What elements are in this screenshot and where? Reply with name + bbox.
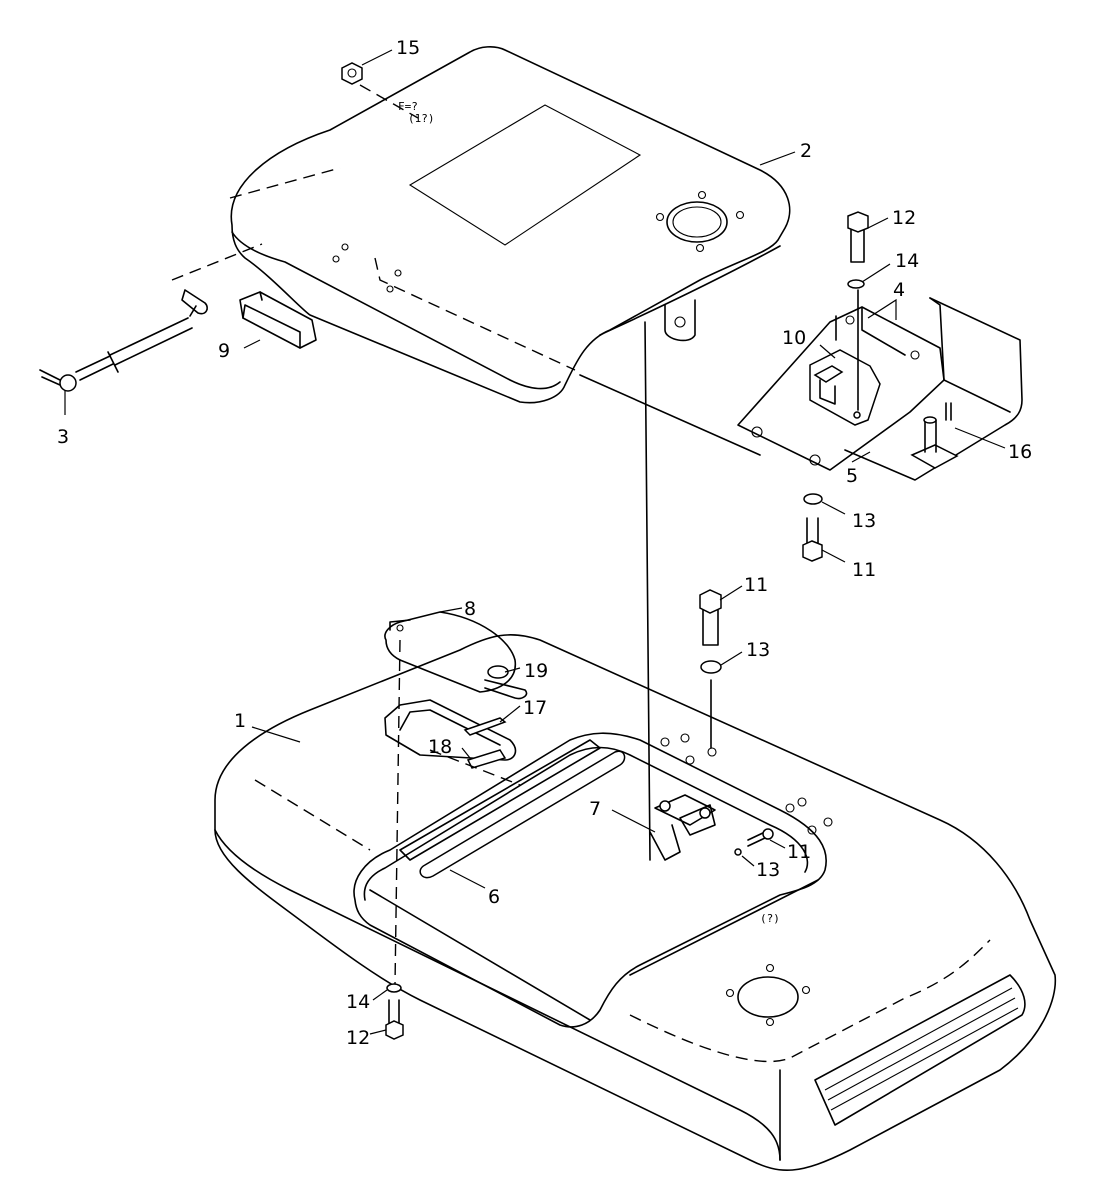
callout-9: 9 xyxy=(218,340,230,362)
callout-12-lower: 12 xyxy=(346,1027,370,1049)
callout-10: 10 xyxy=(782,327,806,349)
callout-18: 18 xyxy=(428,736,452,758)
callout-11-mid: 11 xyxy=(744,574,768,596)
callout-labels: 15 2 12 14 4 10 9 3 16 5 13 11 11 13 8 1… xyxy=(57,37,1032,1049)
callout-13-low: 13 xyxy=(756,859,780,881)
svg-text:F=?: F=? xyxy=(398,100,418,113)
callout-15: 15 xyxy=(396,37,420,59)
callout-19: 19 xyxy=(524,660,548,682)
callout-8: 8 xyxy=(464,598,476,620)
upper-cover-part: F=? (1?) xyxy=(171,46,791,456)
callout-14-upper: 14 xyxy=(895,250,919,272)
callout-4: 4 xyxy=(893,279,905,301)
washer-14-lower-part xyxy=(386,983,402,993)
inspection-cover-part xyxy=(384,611,528,700)
callout-5: 5 xyxy=(846,465,858,487)
nut-15-part xyxy=(341,62,363,85)
washer-13-upper-part xyxy=(803,493,823,505)
callout-16: 16 xyxy=(1008,441,1032,463)
callout-11-low: 11 xyxy=(787,841,811,863)
callout-17: 17 xyxy=(523,697,547,719)
vent-grille xyxy=(408,104,642,246)
handle-part xyxy=(239,291,317,349)
bolt-11-upper-part xyxy=(802,517,823,562)
lower-cover-part: (?) xyxy=(214,634,1057,1172)
washer-13-low-part xyxy=(734,848,742,856)
bolt-12-upper-part xyxy=(847,211,869,263)
callout-3: 3 xyxy=(57,426,69,448)
callout-7: 7 xyxy=(589,798,601,820)
svg-text:(?): (?) xyxy=(760,912,780,925)
callout-2: 2 xyxy=(800,140,812,162)
opening-frame-part xyxy=(384,699,517,769)
bolt-11-mid-part xyxy=(699,589,722,646)
callout-13-upper: 13 xyxy=(852,510,876,532)
gas-strut-part xyxy=(39,289,208,392)
callout-6: 6 xyxy=(488,886,500,908)
leader-lines xyxy=(64,49,1006,1035)
washer-13-mid-part xyxy=(700,660,722,674)
svg-text:(1?): (1?) xyxy=(408,112,435,125)
callout-14-lower: 14 xyxy=(346,991,370,1013)
callout-11-upper: 11 xyxy=(852,559,876,581)
bolt-11-low-part xyxy=(747,828,774,847)
bolt-12-lower-part xyxy=(385,999,404,1040)
callout-1: 1 xyxy=(234,710,246,732)
washer-14-upper-part xyxy=(847,279,865,289)
bracket-part xyxy=(737,297,1023,481)
hinge-part xyxy=(649,794,716,861)
callout-12-upper: 12 xyxy=(892,207,916,229)
callout-13-mid: 13 xyxy=(746,639,770,661)
